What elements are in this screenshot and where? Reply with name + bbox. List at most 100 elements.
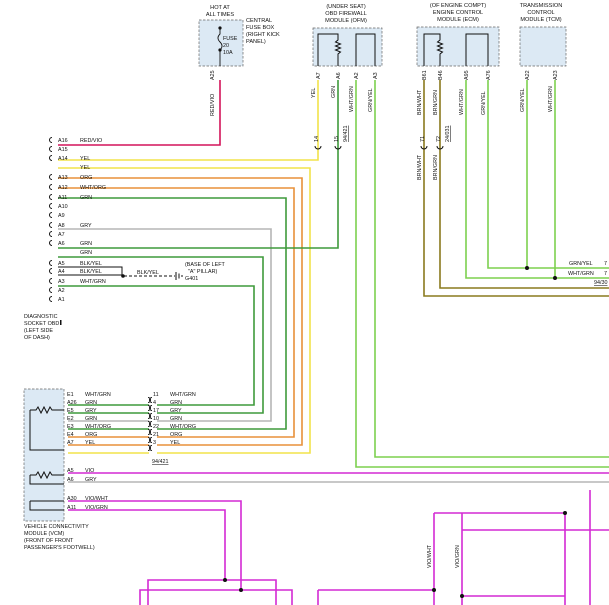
tcm-label-2: CONTROL <box>527 10 554 16</box>
obd-pin: A8 <box>58 223 65 229</box>
ecm-label-3: MODULE (ECM) <box>437 17 479 23</box>
obd-pin: A5 <box>58 261 65 267</box>
wire-vio-grn-branch <box>225 579 277 605</box>
wire-bottom-loop1 <box>434 512 566 605</box>
wires <box>58 80 609 605</box>
vcm-conn-wire: WHT/GRN <box>170 392 196 398</box>
ecm-pin-a95: A95 <box>464 70 470 80</box>
tcm-pin-a23: A23 <box>553 70 559 80</box>
ecm-label-1: (OF ENGINE COMPT) <box>430 3 486 9</box>
vcm-wire-label: YEL <box>85 440 95 446</box>
vcm-connector-icon <box>147 445 153 451</box>
vcm-conn-pin: 10 <box>153 416 159 422</box>
vcm-connector-icon <box>147 437 153 443</box>
vcm-wire-label: ORG <box>85 432 97 438</box>
obd-label-1: DIAGNOSTIC <box>24 314 58 320</box>
vcm-pin: E1 <box>67 392 74 398</box>
vcm-conn-pin: 21 <box>153 432 159 438</box>
ofm-label-2: OBD FIREWALL <box>325 11 366 17</box>
obd-pin-terminal-icon <box>49 184 53 190</box>
obd-pin: A14 <box>58 156 68 162</box>
obd-pin-terminal-icon <box>49 194 53 200</box>
ecm-wire-wht-grn: WHT/GRN <box>459 89 465 115</box>
obd-pin: A13 <box>58 175 68 181</box>
obd-pin-terminal-icon <box>49 174 53 180</box>
ecm-conn-ref: 24/031 <box>445 126 451 143</box>
fuse-box-header-1: HOT AT <box>210 5 230 11</box>
obd-pin: A9 <box>58 213 65 219</box>
obd-label: DIAGNOSTIC SOCKET OBD (LEFT SIDE OF DASH… <box>24 314 62 341</box>
obd-wire-label: WHT/ORG <box>80 185 106 191</box>
wire-vio-wht-branch <box>241 589 293 605</box>
obd-pin: A4 <box>58 269 65 275</box>
fuse-rating: 10A <box>223 50 233 56</box>
ofm-pin-a3: A3 <box>373 72 379 79</box>
wire-grn-a11 <box>58 197 287 430</box>
wire-grn-ofm <box>58 80 339 249</box>
ofm-conn-pin-14: 14 <box>314 136 320 142</box>
tcm-wire-wht-grn: WHT/GRN <box>548 86 554 112</box>
vcm-pin: A5 <box>67 468 74 474</box>
obd-pin: A6 <box>58 241 65 247</box>
vcm-resistor-icon-2 <box>30 470 64 480</box>
fuse-box-pin: A25 <box>210 70 216 80</box>
ofm-wire-grn-yel: GRN/YEL <box>368 88 374 112</box>
vcm-internal-circuit-1 <box>29 410 64 451</box>
fuse-box-label-1: CENTRAL <box>246 18 272 24</box>
wire-red-vio <box>58 80 221 146</box>
vcm-outline <box>23 388 65 522</box>
ground-id: G401 <box>185 276 198 282</box>
vcm-resistor-icon-1 <box>30 405 64 415</box>
obd-wire-label: GRN <box>80 195 92 201</box>
obd-pin-terminal-icon <box>49 268 53 274</box>
obd-wire-label: BLK/YEL <box>80 261 102 267</box>
obd-ground: (BASE OF LEFT "A" PILLAR) G401 BLK/YEL <box>137 262 226 282</box>
tcm-pin-a22: A22 <box>525 70 531 80</box>
obd-wire-label: GRN <box>80 250 92 256</box>
ecm-pin-a76: A76 <box>486 70 492 80</box>
obd-pin-terminal-icon <box>49 260 53 266</box>
obd-pin: A11 <box>58 195 67 201</box>
obd-pin: A16 <box>58 138 68 144</box>
vcm-conn-wire: GRN <box>170 416 182 422</box>
bottom-wire-vio-wht: VIO/WHT <box>427 544 433 568</box>
vcm-conn-pin: 17 <box>153 408 159 414</box>
wire-ofm-grn-yel <box>374 80 609 458</box>
obd-pin-terminal-icon <box>49 212 53 218</box>
wire-brn-wht <box>423 80 609 297</box>
obd-wire-label: BLK/YEL <box>80 269 102 275</box>
fuse-icon <box>217 28 223 66</box>
wire-yel-ofm <box>58 80 319 161</box>
vcm-pin: A7 <box>67 440 74 446</box>
edge-wire-grn-yel: GRN/YEL <box>569 261 593 267</box>
obd-pin-terminal-icon <box>49 155 53 161</box>
vcm-conn-pin: 22 <box>153 424 159 430</box>
obd-pin: A3 <box>58 279 65 285</box>
vcm-wire-label: GRN <box>85 416 97 422</box>
vcm-wire-label: VIO/GRN <box>85 505 108 511</box>
vehicle-connectivity-module: VEHICLE CONNECTIVITY MODULE (VCM) (FRONT… <box>23 388 95 551</box>
ofm-wire-yel: YEL <box>311 88 317 98</box>
ofm-resistor-icon <box>317 33 342 66</box>
vcm-conn-pin: 4 <box>153 400 156 406</box>
obd-pin-terminal-icon <box>49 240 53 246</box>
obd-pin-terminal-icon <box>49 278 53 284</box>
vcm-connector-icon <box>147 405 153 411</box>
ecm-wire-brn-grn-lower: BRN/GRN <box>433 155 439 180</box>
vcm-connector-icon <box>147 429 153 435</box>
vcm-wire-label: GRN <box>85 400 97 406</box>
obd-pin: A2 <box>58 288 65 294</box>
ofm-circuit <box>355 33 376 66</box>
ecm-wire-brn-wht: BRN/WHT <box>417 89 423 115</box>
fuse-number: 20 <box>223 43 229 49</box>
obd-pin-terminal-icon <box>49 296 53 302</box>
fuse-box-label-2: FUSE BOX <box>246 25 275 31</box>
vcm-conn-pin: 11 <box>153 392 159 398</box>
ofm-pin-a7: A7 <box>316 72 322 79</box>
ofm-conn-ref: 94/421 <box>343 126 349 143</box>
obd-label-3: (LEFT SIDE <box>24 328 53 334</box>
ecm-connector-icon <box>420 145 444 150</box>
vcm-conn-wire: GRN <box>170 400 182 406</box>
ofm-wire-grn: GRN <box>331 86 337 98</box>
